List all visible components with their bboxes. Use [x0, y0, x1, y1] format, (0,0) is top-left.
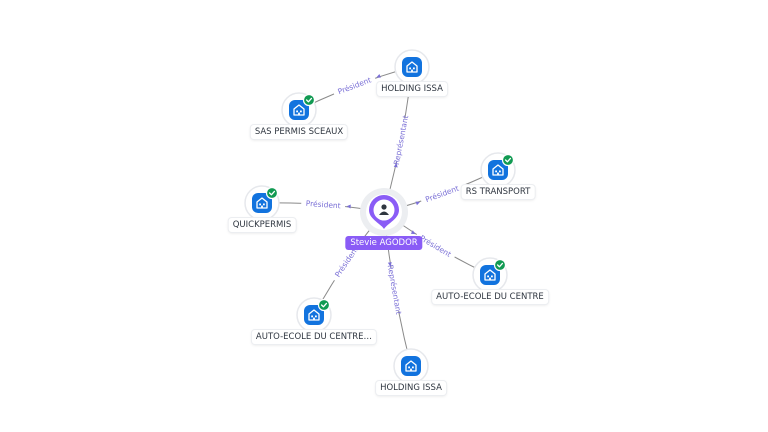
building-icon [406, 61, 418, 73]
building-icon [256, 197, 268, 209]
edge-label-bg [385, 266, 404, 313]
company-label[interactable]: HOLDING ISSA [376, 381, 446, 395]
person-inner [373, 199, 395, 221]
company-node-sas-permis-sceaux[interactable] [281, 92, 317, 128]
check-icon [317, 298, 331, 312]
edge-label-bg [414, 230, 457, 262]
arrow-icon [415, 201, 420, 206]
person-label[interactable]: Stevie AGODOR [345, 236, 423, 250]
company-label[interactable]: HOLDING ISSA [377, 82, 447, 96]
company-node-holding-issa-top[interactable] [394, 49, 430, 85]
check-icon [501, 153, 515, 167]
company-badge [401, 356, 421, 376]
check-icon [302, 93, 316, 107]
edge-label: Représentant [386, 264, 404, 315]
building-icon [405, 360, 417, 372]
building-icon [308, 309, 320, 321]
arrow-icon [410, 230, 416, 235]
person-icon [379, 204, 389, 215]
company-node-auto-ecole-left[interactable] [296, 297, 332, 333]
arrow-icon [387, 262, 392, 267]
building-icon [492, 164, 504, 176]
edge-label: Président [424, 184, 460, 205]
edge-label-bg [300, 197, 346, 212]
company-label[interactable]: QUICKPERMIS [228, 218, 296, 232]
building-icon [484, 269, 496, 281]
arrow-icon [393, 163, 398, 168]
check-icon [265, 186, 279, 200]
company-node-quickpermis[interactable] [244, 185, 280, 221]
company-node-auto-ecole-right[interactable] [472, 257, 508, 293]
company-label[interactable]: AUTO-ECOLE DU CENTRE [432, 290, 548, 304]
company-label[interactable]: RS TRANSPORT [461, 185, 535, 199]
company-node-holding-issa-bottom[interactable] [393, 348, 429, 384]
arrow-icon [376, 74, 381, 78]
edge-label: Président [337, 75, 373, 96]
edge-label-bg [332, 73, 377, 99]
edge-label-bg [391, 117, 411, 163]
company-label[interactable]: AUTO-ECOLE DU CENTRE… [251, 330, 377, 344]
check-icon [493, 258, 507, 272]
edge-label-bg [419, 181, 465, 207]
company-label[interactable]: SAS PERMIS SCEAUX [250, 125, 348, 139]
arrow-icon [346, 204, 351, 209]
edge-label-bg [330, 240, 364, 283]
company-badge [402, 57, 422, 77]
building-icon [293, 104, 305, 116]
edge-label: Président [418, 233, 453, 259]
person-node[interactable] [360, 188, 408, 236]
edge-label: Président [305, 199, 341, 211]
company-node-rs-transport[interactable] [480, 152, 516, 188]
edge-label: Représentant [392, 114, 410, 165]
